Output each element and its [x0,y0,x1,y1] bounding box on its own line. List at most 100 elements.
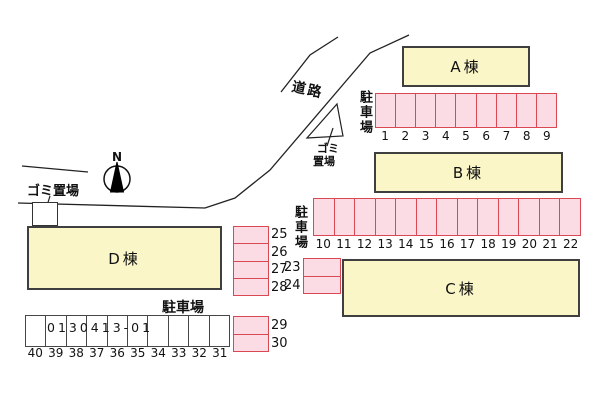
parking-space [535,94,556,127]
building-c: C棟 [342,259,580,317]
space-number: 35 [130,346,146,360]
space-number: 8 [522,129,531,143]
space-number: 26 [271,244,288,260]
space-number: 15 [418,237,434,251]
parking-space [86,316,107,346]
space-number: 27 [271,262,288,278]
parking-space [435,94,456,127]
parking-space [415,94,436,127]
space-number: 5 [462,129,470,143]
parking-stack-23-24 [303,258,341,294]
parking-space [167,316,189,346]
space-number: 11 [336,237,352,251]
garbage-area-triangle [305,102,344,139]
parking-row-40-31 [25,315,230,347]
building-d-label: D棟 [108,249,141,268]
space-number: 7 [502,129,511,143]
parking-space [106,316,128,346]
parking-row-10-22 [313,198,581,236]
parking-space [26,316,46,346]
parking-col-25-28 [233,226,269,296]
space-number: 37 [89,346,105,360]
space-number: 17 [459,237,476,251]
building-a-label: A棟 [450,58,482,76]
building-c-label: C棟 [445,279,477,298]
parking-space [234,243,268,261]
parking-space [208,316,230,346]
parking-space [497,199,519,235]
parking-space [333,199,355,235]
space-number: 30 [271,335,288,351]
parking-space [455,94,476,127]
garbage-road-line2: 置場 [313,154,335,168]
parking-space [475,94,496,127]
parking-label-row-a: 駐車場 [357,90,372,135]
parking-space [234,260,268,278]
space-number: 1 [381,129,389,143]
parking-space [515,94,536,127]
space-number: 14 [398,237,414,251]
space-number: 23 [284,259,301,275]
parking-space [314,199,334,235]
garbage-road-line1: ゴミ [317,142,339,155]
road-west-line [280,36,339,93]
space-number: 3 [421,129,430,143]
parking-space [304,259,340,276]
compass-north-label: N [112,150,122,164]
garbage-triangle-leader-line [326,127,334,147]
space-number: 34 [150,346,166,360]
space-number: 36 [109,346,125,360]
parking-space [518,199,539,235]
space-number: 32 [191,346,207,360]
parking-space [395,94,416,127]
space-number: 6 [482,129,491,143]
space-number: 22 [562,237,579,251]
parking-row-1-9 [375,93,557,128]
space-number: 19 [501,237,517,251]
garbage-area-boundary-line [21,165,89,173]
space-number: 31 [212,346,228,360]
parking-space [436,199,457,235]
parking-space [354,199,375,235]
parking-space [147,316,168,346]
parking-label-bottom: 駐車場 [162,300,204,316]
parking-space [127,316,148,346]
building-b: B棟 [374,152,563,193]
parking-space [234,333,268,351]
parking-space [376,94,396,127]
parking-space [415,199,437,235]
space-number: 12 [356,237,373,251]
building-a: A棟 [402,46,530,87]
parking-space [304,275,340,293]
garbage-area-label-top-left: ゴミ置場 [27,184,80,199]
garbage-area-rect [32,202,58,226]
parking-space [234,317,268,334]
space-number: 13 [377,237,393,251]
parking-label-row-b: 駐車場 [292,205,307,250]
space-number: 40 [27,346,43,360]
parking-space [559,199,580,235]
space-number: 39 [48,346,64,360]
space-number: 29 [271,317,288,333]
boundary-and-road-east-line [17,34,410,209]
plan-id-overlay: 0130413-01 [47,320,154,335]
space-number: 21 [542,237,558,251]
space-number: 4 [441,129,450,143]
parking-space [234,277,268,295]
parking-stack-29-30 [233,316,269,352]
space-number: 2 [401,129,410,143]
space-number: 9 [543,129,551,143]
parking-space [374,199,396,235]
parking-space [188,316,209,346]
parking-space [234,227,268,244]
space-number: 24 [284,277,301,293]
parking-space [538,199,560,235]
